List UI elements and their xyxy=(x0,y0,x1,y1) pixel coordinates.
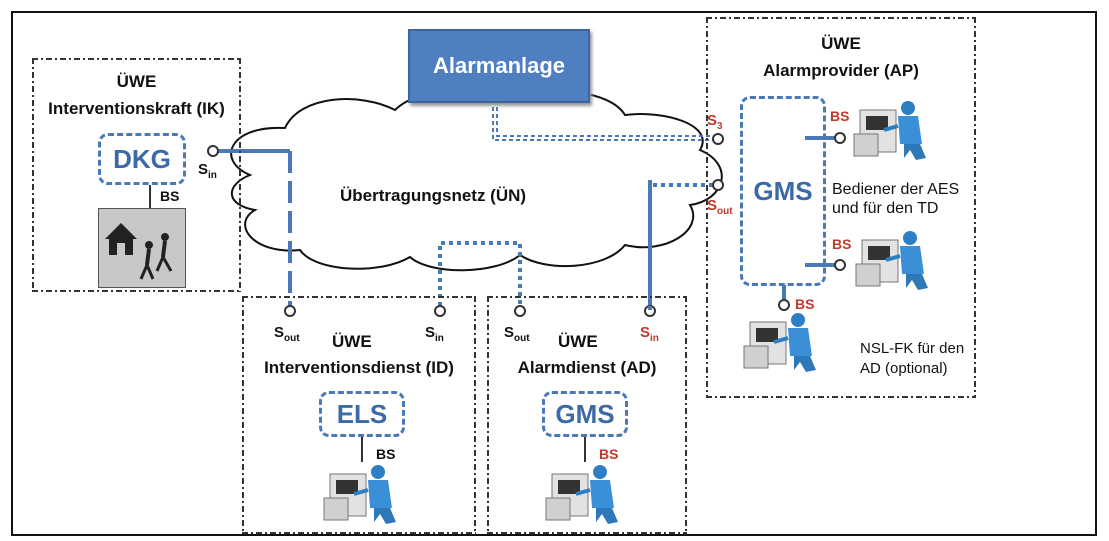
house-and-people-icon xyxy=(105,223,173,280)
ap-bs-label-2: BS xyxy=(832,236,852,252)
ad-bs-label: BS xyxy=(599,446,619,462)
ik-uwe-label: ÜWE xyxy=(116,72,157,91)
ik-title: Interventionskraft (IK) xyxy=(48,99,225,118)
ap-nsl-text-1: NSL-FK für den xyxy=(860,340,965,357)
alarm-s3-link-b xyxy=(496,100,714,137)
network-cloud xyxy=(230,87,723,272)
alarm-system-label: Alarmanlage xyxy=(432,53,566,78)
ad-gms-label: GMS xyxy=(555,398,615,429)
ad-title: Alarmdienst (AD) xyxy=(517,358,657,377)
id-els-component[interactable]: ELS xyxy=(319,391,405,437)
ap-out-link xyxy=(648,183,714,310)
ik-dkg-label: DKG xyxy=(113,143,171,174)
ad-workstation xyxy=(544,463,620,526)
ik-dkg-component[interactable]: DKG xyxy=(98,133,186,185)
id-out-port-label: Sout xyxy=(274,324,300,344)
ap-nsl-text-2: AD (optional) xyxy=(860,360,948,377)
diagram-frame xyxy=(11,11,1097,536)
id-title: Interventionsdienst (ID) xyxy=(264,358,454,377)
ap-operator-workstation-2 xyxy=(854,229,930,292)
ap-uwe-label: ÜWE xyxy=(821,34,861,53)
ap-s3-port-label: S3 xyxy=(707,112,723,132)
id-workstation xyxy=(322,463,398,526)
ad-out-port-label: Sout xyxy=(504,324,530,344)
ap-operator-workstation-1 xyxy=(852,99,928,162)
ap-operator-text-1: Bediener der AES xyxy=(832,181,960,198)
ap-gms-label: GMS xyxy=(753,175,813,206)
alarm-system-box[interactable]: Alarmanlage xyxy=(408,29,590,103)
ad-in-port-label: Sin xyxy=(640,324,659,344)
id-els-label: ELS xyxy=(336,398,388,429)
ap-title: Alarmprovider (AP) xyxy=(763,61,919,80)
ap-gms-component[interactable]: GMS xyxy=(740,96,826,286)
id-in-port-label: Sin xyxy=(425,324,444,344)
id-uwe-label: ÜWE xyxy=(332,332,372,351)
ap-nsl-workstation xyxy=(742,311,818,374)
ik-bs-label: BS xyxy=(160,188,180,204)
ik-port-label: Sin xyxy=(198,161,217,181)
ad-uwe-label: ÜWE xyxy=(558,332,598,351)
ap-out-port-label: Sout xyxy=(707,197,733,217)
id-bs-label: BS xyxy=(376,446,396,462)
ap-bs-label-3: BS xyxy=(795,296,815,312)
ik-building-image xyxy=(98,208,186,288)
ad-gms-component[interactable]: GMS xyxy=(542,391,628,437)
ap-operator-text-2: und für den TD xyxy=(832,200,939,217)
ap-bs-label-1: BS xyxy=(830,108,850,124)
network-label: Übertragungsnetz (ÜN) xyxy=(340,186,527,205)
